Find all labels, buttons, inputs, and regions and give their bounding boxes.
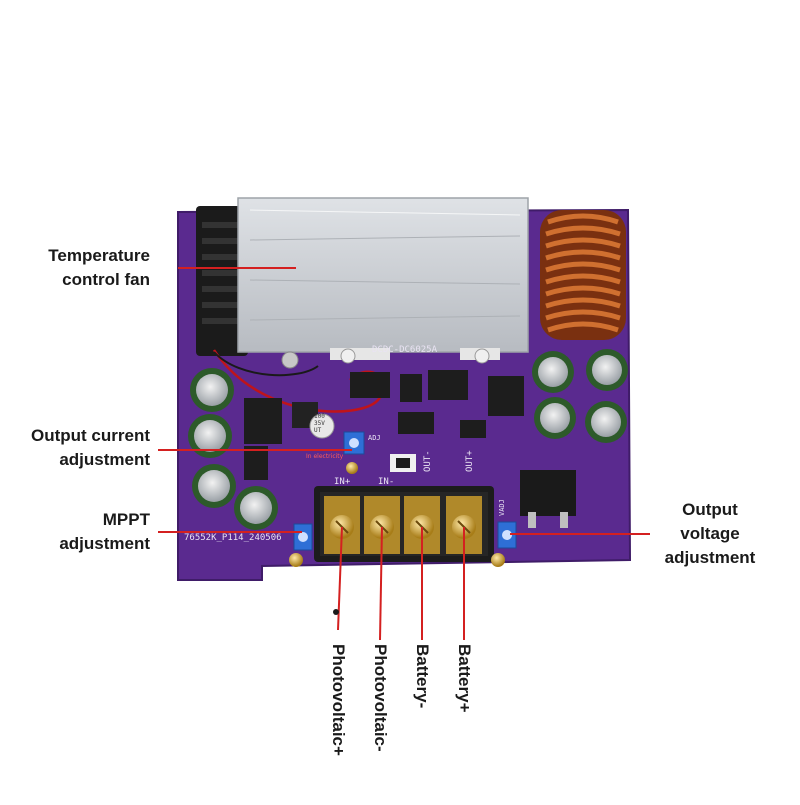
capacitors-right (532, 349, 628, 443)
vadj-silkscreen: VADJ (498, 499, 506, 516)
in-minus-silkscreen: IN- (378, 477, 394, 487)
output-voltage-label: Output voltage adjustment (648, 498, 772, 570)
toroid-inductor (540, 210, 626, 340)
board-components (244, 370, 576, 528)
battery-minus-label: Battery- (413, 644, 432, 709)
battery-plus-label: Battery+ (455, 644, 474, 713)
capacitors-left (188, 368, 278, 530)
output-voltage-label-line3: adjustment (664, 548, 756, 567)
pv-minus-pointer-line (379, 526, 383, 641)
part-code-silkscreen: 76552K_P114_240506 (184, 533, 282, 543)
cap-marking-2: 35V (314, 420, 325, 427)
mppt-label-line2: adjustment (59, 534, 150, 553)
out-plus-silkscreen: OUT+ (465, 450, 475, 472)
output-voltage-label-line1: Output (682, 500, 738, 519)
temperature-fan-label-line2: control fan (62, 270, 150, 289)
heatsink (237, 197, 529, 369)
terminal-block (289, 486, 505, 567)
cap-marking-3: UT (314, 427, 322, 434)
output-current-label: Output current adjustment (6, 424, 150, 472)
pointer-dot (333, 609, 339, 615)
photovoltaic-minus-label: Photovoltaic- (371, 644, 390, 752)
temperature-fan-label-line1: Temperature (48, 246, 150, 265)
cap-marking-1: 100 (314, 413, 325, 420)
mppt-label-line1: MPPT (102, 510, 150, 529)
mppt-label: MPPT adjustment (20, 508, 150, 556)
photovoltaic-plus-label: Photovoltaic+ (329, 644, 348, 756)
model-silkscreen: DCDC-DC6025A (372, 345, 438, 355)
in-plus-silkscreen: IN+ (334, 477, 351, 487)
output-current-label-line1: Output current (31, 426, 150, 445)
adj-silkscreen: ADJ (368, 434, 381, 442)
output-voltage-label-line2: voltage (680, 524, 740, 543)
cooling-fan (196, 206, 248, 356)
indicator-silkscreen: In electricity (306, 453, 344, 460)
out-minus-silkscreen: OUT- (423, 450, 433, 472)
output-current-label-line2: adjustment (59, 450, 150, 469)
silkscreen: DCDC-DC6025A 76552K_P114_240506 OUT- OUT… (184, 345, 506, 543)
trimpots (293, 431, 517, 551)
temperature-fan-label: Temperature control fan (20, 244, 150, 292)
